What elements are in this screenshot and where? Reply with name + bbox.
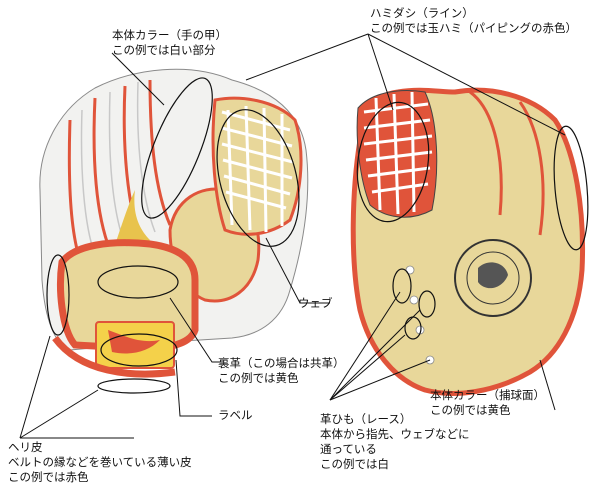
palm-stamp (454, 239, 532, 317)
back-web (211, 96, 303, 236)
heri-title: ヘリ皮 (8, 440, 43, 454)
lace-note: この例では白 (320, 457, 389, 471)
back-body-note: この例では白い部分 (112, 43, 216, 57)
label-lace: 革ひも（レース） 本体から指先、ウェブなどに 通っている この例では白 (320, 412, 470, 472)
label-web: ウェブ (298, 296, 333, 311)
back-finger-seams (67, 79, 172, 261)
hamidashi-note: この例では玉ハミ（パイピングの赤色） (370, 21, 577, 35)
label-title: ラベル (218, 408, 253, 422)
label-label: ラベル (218, 408, 253, 423)
hamidashi-title: ハミダシ（ライン） (370, 6, 474, 20)
label-hamidashi: ハミダシ（ライン） この例では玉ハミ（パイピングの赤色） (370, 6, 577, 36)
lace-desc-2: 通っている (320, 442, 377, 456)
lining-note: この例では黄色 (218, 371, 299, 385)
web-title: ウェブ (298, 296, 333, 310)
heri-note: この例では赤色 (8, 470, 89, 484)
back-body-title: 本体カラー（手の甲） (112, 28, 227, 42)
palm-view-glove (350, 87, 589, 396)
lace-title: 革ひも（レース） (320, 412, 412, 426)
lining-title: 裏革（この場合は共革） (218, 356, 345, 370)
palm-body-note: この例では黄色 (430, 403, 511, 417)
label-lining: 裏革（この場合は共革） この例では黄色 (218, 356, 345, 386)
lace-desc-1: 本体から指先、ウェブなどに (320, 427, 470, 441)
heri-desc: ベルトの縁などを巻いている薄い皮 (8, 455, 192, 469)
back-view-glove (39, 68, 309, 394)
label-back-body: 本体カラー（手の甲） この例では白い部分 (112, 28, 227, 58)
label-palm-body: 本体カラー（捕球面） この例では黄色 (430, 388, 545, 418)
leader-lines (19, 33, 566, 439)
label-heri: ヘリ皮 ベルトの縁などを巻いている薄い皮 この例では赤色 (8, 440, 192, 485)
back-binding (52, 335, 176, 378)
palm-body-title: 本体カラー（捕球面） (430, 388, 545, 402)
